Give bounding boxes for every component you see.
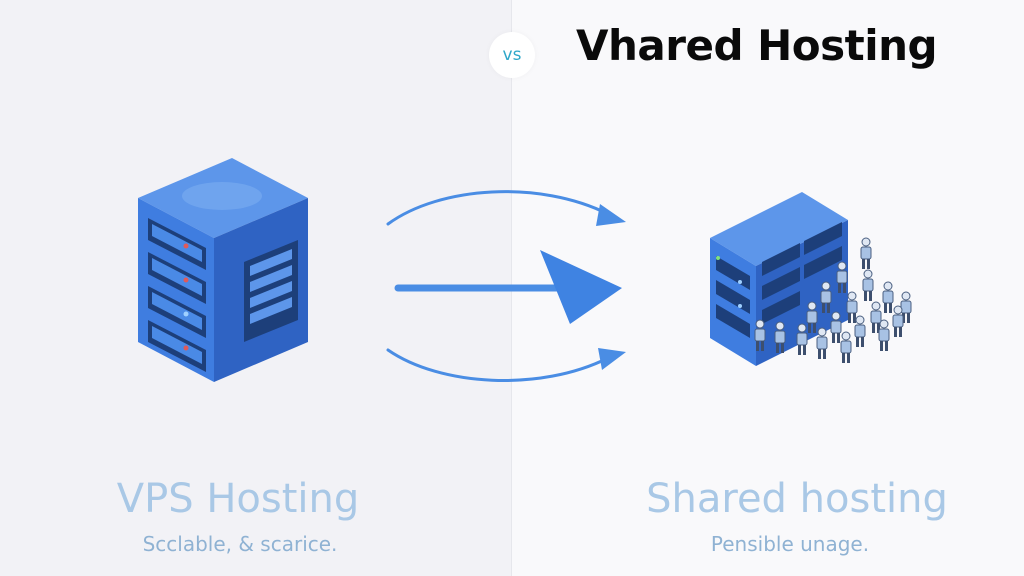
person-figure (806, 301, 818, 333)
person-figure (862, 269, 874, 301)
person-figure (854, 315, 866, 347)
person-figure (892, 305, 904, 337)
upper-arrowhead (596, 204, 626, 226)
person-figure (878, 319, 890, 351)
person-figure (830, 311, 842, 343)
vps-title: VPS Hosting (116, 476, 360, 522)
vps-server-icon (138, 158, 308, 382)
vps-subtitle: Scclable, & scarice. (142, 532, 338, 556)
person-figure (860, 237, 872, 269)
lower-arrowhead (598, 348, 626, 370)
person-figure (820, 281, 832, 313)
vs-label: vs (502, 45, 522, 65)
page-headline: Vhared Hosting (576, 21, 938, 70)
person-figure (840, 331, 852, 363)
shared-subtitle: Pensible unage. (710, 532, 870, 556)
person-figure (836, 261, 848, 293)
main-arrowhead (540, 250, 622, 324)
arrow-icon (386, 190, 610, 382)
people-icon (754, 237, 912, 363)
person-figure (774, 321, 786, 353)
shared-title: Shared hosting (646, 476, 948, 522)
person-figure (816, 327, 828, 359)
person-figure (754, 319, 766, 351)
person-figure (796, 323, 808, 355)
person-figure (870, 301, 882, 333)
person-figure (846, 291, 858, 323)
person-figure (882, 281, 894, 313)
vs-badge: vs (489, 32, 535, 78)
